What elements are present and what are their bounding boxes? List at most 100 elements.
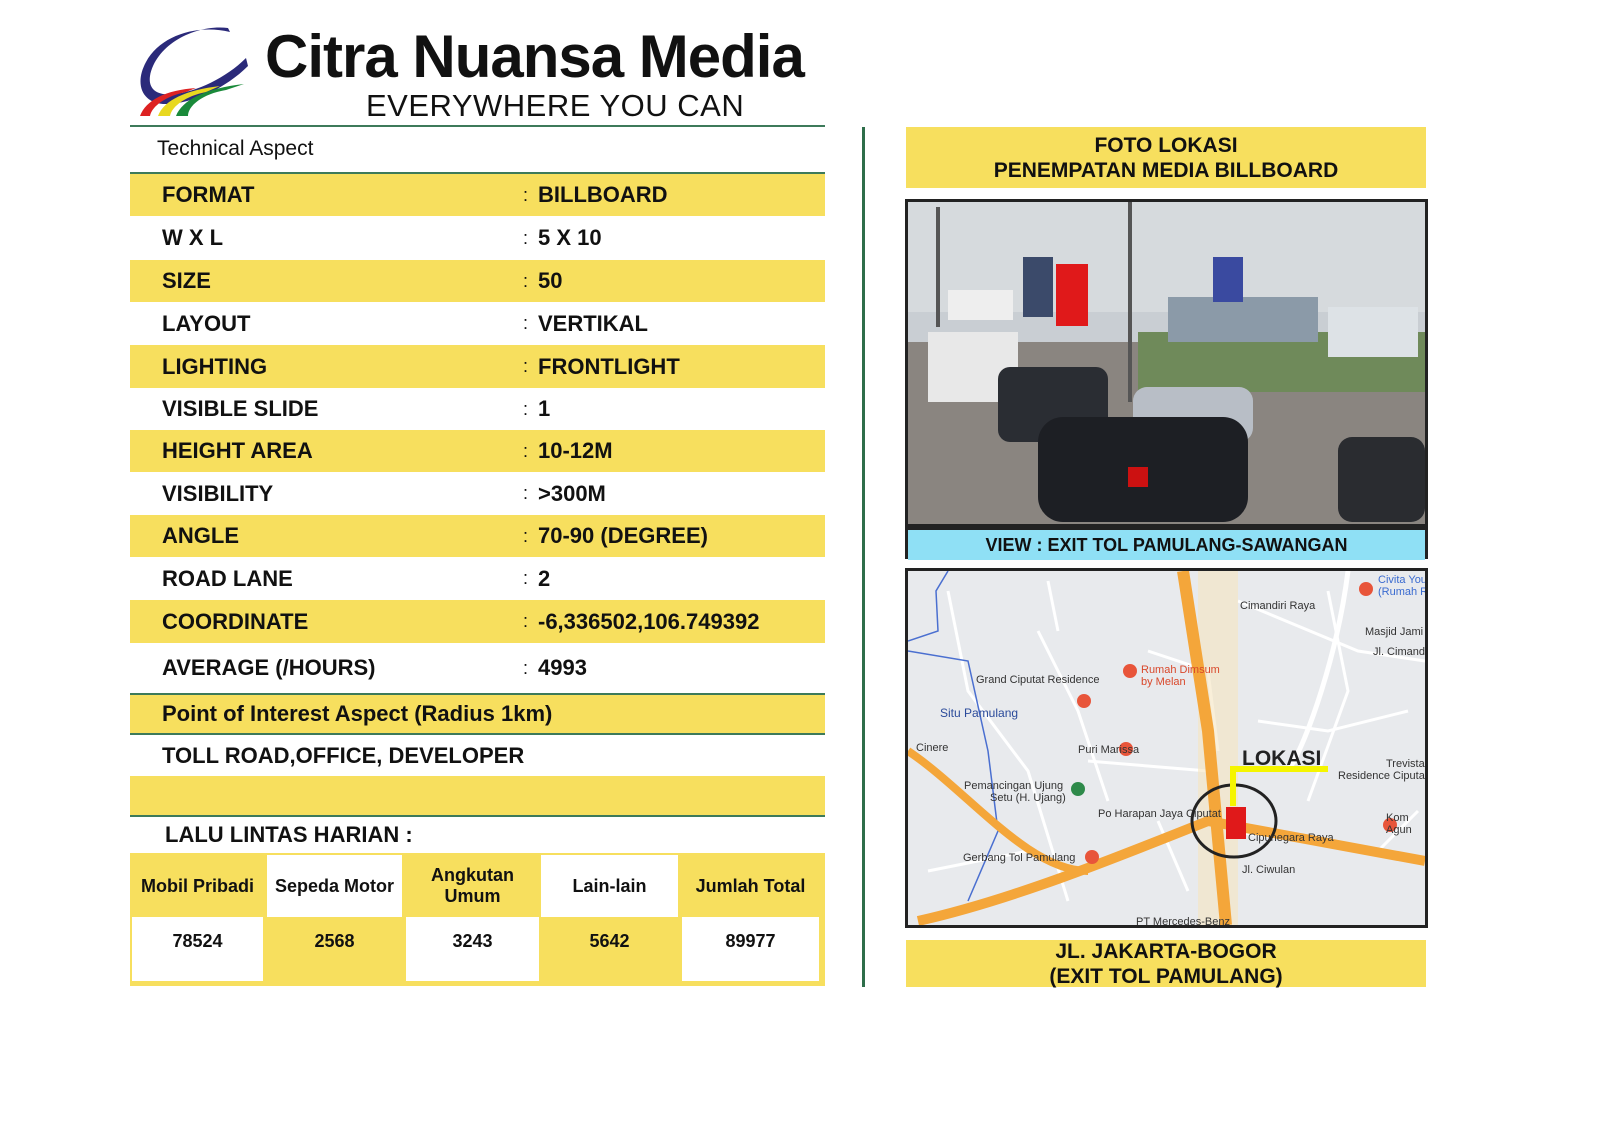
brand-name: Citra Nuansa Media <box>265 23 805 90</box>
technical-aspect-title: Technical Aspect <box>157 137 314 160</box>
address-box: JL. JAKARTA-BOGOR (EXIT TOL PAMULANG) <box>906 939 1426 988</box>
map-label: Masjid Jami <box>1365 626 1423 638</box>
spec-row: W X L:5 X 10 <box>130 216 825 260</box>
traffic-header: Angkutan Umum <box>404 855 541 917</box>
spec-value: VERTIKAL <box>538 310 648 336</box>
spec-value: BILLBOARD <box>538 182 668 207</box>
location-photo: VIEW : EXIT TOL PAMULANG-SAWANGAN <box>905 199 1428 560</box>
spec-value: 1 <box>538 396 551 421</box>
map-label: Cimandiri Raya <box>1240 600 1316 612</box>
traffic-header: Lain-lain <box>541 855 678 917</box>
spec-row: HEIGHT AREA:10-12M <box>130 430 825 472</box>
spec-separator: : <box>523 313 529 333</box>
spec-value: 70-90 (DEGREE) <box>538 523 708 548</box>
spec-row: LIGHTING: FRONTLIGHT <box>130 345 825 388</box>
spec-separator: : <box>523 483 529 503</box>
map-label: PT Mercedes-Benz <box>1136 916 1230 925</box>
traffic-title-row: LALU LINTAS HARIAN : <box>130 817 825 853</box>
spec-separator: : <box>523 227 529 248</box>
billboard-marker <box>1226 807 1246 839</box>
map-label: Kom <box>1386 812 1409 824</box>
map-label: Jl. Ciwulan <box>1242 864 1295 876</box>
photo-caption: VIEW : EXIT TOL PAMULANG-SAWANGAN <box>908 528 1425 560</box>
map-label: Puri Marissa <box>1078 744 1140 756</box>
spec-label: W X L <box>162 225 224 250</box>
spec-value: 50 <box>538 268 563 293</box>
map-label: Pemancingan Ujung <box>964 780 1063 792</box>
map-label: Setu (H. Ujang) <box>990 792 1066 804</box>
spec-label: AVERAGE (/HOURS) <box>162 655 376 680</box>
divider <box>130 172 825 174</box>
map-label: Jl. Cimandir <box>1373 646 1425 658</box>
spec-separator: : <box>523 440 529 461</box>
poi-title: Point of Interest Aspect (Radius 1km) <box>162 701 553 726</box>
spec-label: SIZE <box>162 268 211 293</box>
traffic-header: Sepeda Motor <box>267 855 402 917</box>
spec-value: 2 <box>538 565 551 591</box>
spec-value: 5 X 10 <box>538 225 602 250</box>
spec-label: LAYOUT <box>162 310 251 336</box>
spec-row: COORDINATE: -6,336502,106.749392 <box>130 600 825 643</box>
billboard-marker <box>1056 264 1088 326</box>
spec-separator: : <box>523 398 529 419</box>
map-label: Trevista <box>1386 758 1425 770</box>
poi-value: TOLL ROAD,OFFICE, DEVELOPER <box>162 742 525 768</box>
photo-title-line1: FOTO LOKASI <box>1094 133 1238 157</box>
spec-separator: : <box>523 184 529 205</box>
spec-label: VISIBLE SLIDE <box>162 396 319 421</box>
spec-label: LIGHTING <box>162 353 268 379</box>
spec-row: VISIBILITY:>300M <box>130 472 825 515</box>
spec-separator: : <box>523 568 529 588</box>
traffic-title: LALU LINTAS HARIAN : <box>165 822 413 847</box>
traffic-value: 5642 <box>543 917 676 981</box>
column-divider <box>862 127 865 987</box>
location-arrow <box>1230 766 1328 806</box>
company-logo-icon <box>140 27 248 116</box>
street-photo-image <box>908 202 1425 524</box>
spec-separator: : <box>523 525 529 546</box>
spec-label: COORDINATE <box>162 608 309 634</box>
spec-label: ANGLE <box>162 523 239 548</box>
address-line1: JL. JAKARTA-BOGOR <box>1055 939 1277 963</box>
spec-row: ANGLE:70-90 (DEGREE) <box>130 515 825 557</box>
traffic-value: 89977 <box>682 917 819 981</box>
spec-row: SIZE:50 <box>130 260 825 302</box>
photo-title: FOTO LOKASI PENEMPATAN MEDIA BILLBOARD <box>906 127 1426 188</box>
traffic-header: Mobil Pribadi <box>130 855 265 917</box>
traffic-value: 3243 <box>406 917 539 981</box>
spec-separator: : <box>523 356 529 376</box>
map-label: (Rumah R <box>1378 586 1425 598</box>
spec-value: -6,336502,106.749392 <box>538 608 760 634</box>
spec-separator: : <box>523 657 529 678</box>
spec-separator: : <box>523 611 529 631</box>
spec-label: FORMAT <box>162 182 255 207</box>
photo-title-line2: PENEMPATAN MEDIA BILLBOARD <box>993 158 1339 182</box>
map-label: Po Harapan Jaya Ciputat <box>1098 808 1221 820</box>
spec-row: AVERAGE (/HOURS):4993 <box>130 643 825 693</box>
map-label: Cipunegara Raya <box>1248 832 1334 844</box>
spec-row: LAYOUT: VERTIKAL <box>130 302 825 345</box>
map-label: LOKASI <box>1242 747 1321 770</box>
traffic-header: Jumlah Total <box>680 855 821 917</box>
map-label: Rumah Dimsum <box>1141 664 1220 676</box>
spec-value: FRONTLIGHT <box>538 353 680 379</box>
map-label: Civita You <box>1378 574 1425 586</box>
brand-tagline: EVERYWHERE YOU CAN <box>366 88 745 123</box>
poi-value-row: TOLL ROAD,OFFICE, DEVELOPER <box>130 735 825 776</box>
spec-value: 10-12M <box>538 438 613 463</box>
map-label: Residence Ciputat <box>1338 770 1425 782</box>
spec-row: ROAD LANE:2 <box>130 557 825 600</box>
map-label: Situ Pamulang <box>940 706 1018 720</box>
spec-separator: : <box>523 270 529 291</box>
spec-label: ROAD LANE <box>162 565 293 591</box>
map-label: by Melan <box>1141 676 1186 688</box>
spec-row: FORMAT: BILLBOARD <box>130 174 825 216</box>
spec-row: VISIBLE SLIDE:1 <box>130 388 825 430</box>
spec-label: VISIBILITY <box>162 480 274 506</box>
map-label: Grand Ciputat Residence <box>976 674 1100 686</box>
map-label: Cinere <box>916 742 948 754</box>
traffic-value: 2568 <box>269 917 400 981</box>
